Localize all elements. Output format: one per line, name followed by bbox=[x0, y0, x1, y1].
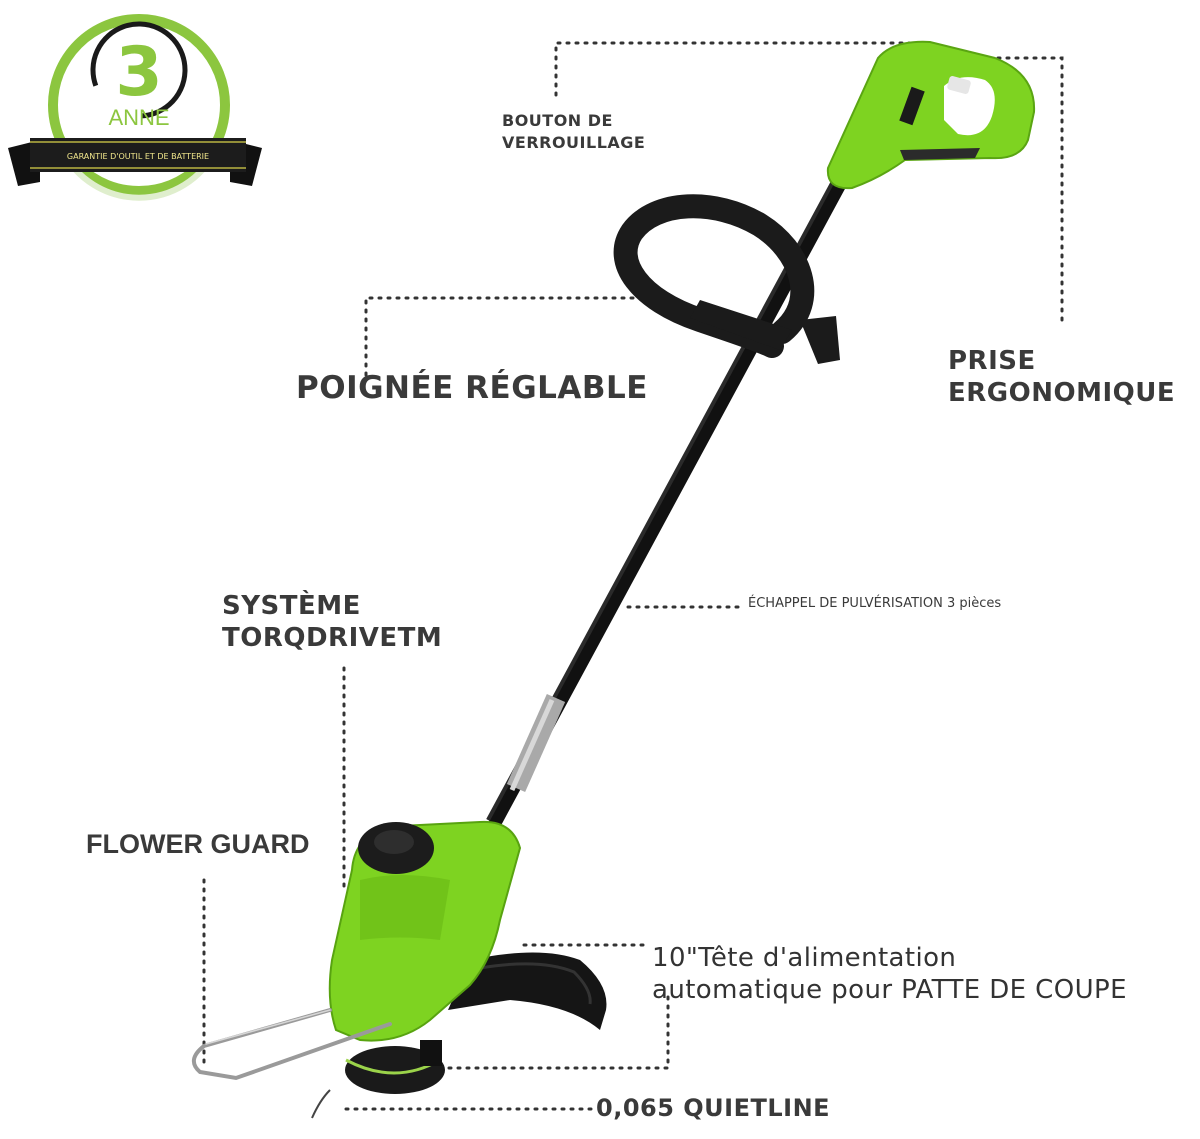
cutting-guard bbox=[448, 952, 607, 1030]
warranty-badge: 3 ANNE GARANTIE D'OUTIL ET DE BATTERIE bbox=[8, 14, 262, 201]
callout-grip-line bbox=[933, 56, 1064, 322]
trimmer-shaft bbox=[486, 143, 865, 827]
label-ergonomic-grip: PRISE ERGONOMIQUE bbox=[948, 345, 1175, 409]
callout-head-line-2 bbox=[438, 993, 670, 1070]
callout-handle-line bbox=[364, 296, 640, 377]
label-lock-button-line-1: BOUTON DE bbox=[502, 111, 613, 130]
label-adjustable-handle: POIGNÉE RÉGLABLE bbox=[296, 370, 648, 406]
cutting-line-strand bbox=[311, 1089, 331, 1119]
loop-handle bbox=[613, 194, 840, 364]
badge-number: 3 bbox=[115, 33, 162, 112]
label-ergonomic-grip-line-1: PRISE bbox=[948, 346, 1036, 376]
label-feed-head-line-2: automatique pour PATTE DE COUPE bbox=[652, 975, 1127, 1005]
label-spray-shaft: ÉCHAPPEL DE PULVÉRISATION 3 pièces bbox=[748, 596, 1002, 611]
label-torqdrive-system: SYSTÈME TORQDRIVETM bbox=[222, 590, 442, 654]
label-torqdrive-system-line-2: TORQDRIVETM bbox=[222, 623, 443, 653]
callout-lock-line bbox=[554, 41, 937, 97]
badge-word: ANNE bbox=[108, 105, 169, 130]
badge-ribbon-text: GARANTIE D'OUTIL ET DE BATTERIE bbox=[67, 152, 209, 161]
label-flower-guard: FLOWER GUARD bbox=[86, 829, 310, 859]
label-lock-button: BOUTON DE VERROUILLAGE bbox=[502, 110, 645, 154]
label-ergonomic-grip-line-2: ERGONOMIQUE bbox=[948, 378, 1176, 408]
label-feed-head: 10"Tête d'alimentation automatique pour … bbox=[652, 942, 1127, 1006]
ergonomic-grip-body bbox=[826, 40, 1036, 190]
label-lock-button-line-2: VERROUILLAGE bbox=[502, 133, 646, 152]
callout-lines bbox=[202, 41, 1064, 1111]
flower-guard-wire bbox=[192, 1008, 392, 1081]
motor-housing bbox=[328, 820, 522, 1094]
label-torqdrive-system-line-1: SYSTÈME bbox=[222, 591, 361, 621]
label-quietline: 0,065 QUIETLINE bbox=[596, 1094, 831, 1122]
label-feed-head-line-1: 10"Tête d'alimentation bbox=[652, 943, 957, 973]
